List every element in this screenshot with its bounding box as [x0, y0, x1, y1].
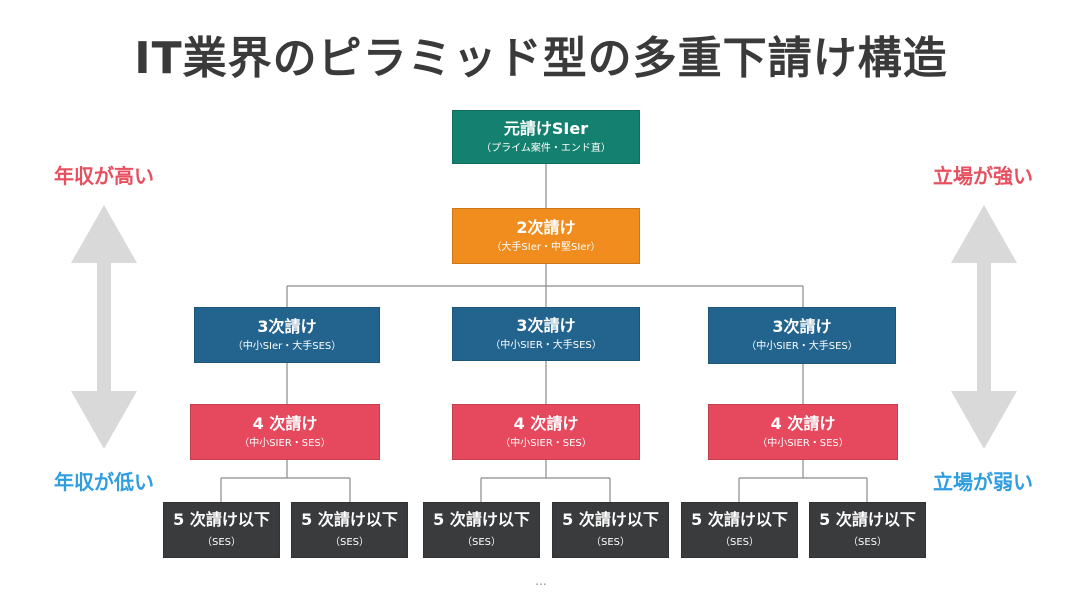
node-title: 5 次請け以下 — [301, 510, 398, 529]
node-title: 4 次請け — [513, 413, 579, 433]
tier4-node-center: 4 次請け （中小SIER・SES） — [452, 404, 640, 460]
tier4-node-right: 4 次請け （中小SIER・SES） — [708, 404, 898, 460]
left-top-label: 年収が高い — [54, 164, 154, 188]
node-subtitle: （中小SIER・SES） — [500, 437, 592, 449]
node-subtitle: （プライム案件・エンド直） — [481, 142, 611, 154]
tier5-node-2: 5 次請け以下 （SES） — [291, 502, 408, 558]
node-title: 5 次請け以下 — [691, 510, 788, 529]
tier3-node-left: 3次請け （中小SIer・大手SES） — [194, 307, 380, 363]
tier5-node-5: 5 次請け以下 （SES） — [681, 502, 798, 558]
node-subtitle: （中小SIer・大手SES） — [232, 340, 342, 352]
tier5-node-6: 5 次請け以下 （SES） — [809, 502, 926, 558]
node-title: 4 次請け — [252, 413, 318, 433]
tier3-node-right: 3次請け （中小SIER・大手SES） — [708, 307, 896, 364]
node-title: 3次請け — [516, 315, 576, 335]
left-bottom-label: 年収が低い — [54, 470, 154, 494]
right-bottom-label: 立場が弱い — [933, 470, 1033, 494]
left-double-arrow-icon — [71, 205, 137, 449]
node-title: 4 次請け — [770, 413, 836, 433]
tier1-node: 元請けSIer （プライム案件・エンド直） — [452, 110, 640, 164]
node-subtitle: （中小SIER・SES） — [239, 437, 331, 449]
node-title: 3次請け — [772, 317, 832, 336]
tier3-node-center: 3次請け （中小SIER・大手SES） — [452, 307, 640, 361]
node-subtitle: （中小SIER・SES） — [757, 437, 849, 449]
node-subtitle: （SES） — [719, 537, 759, 548]
node-subtitle: （SES） — [847, 537, 887, 548]
node-subtitle: （中小SIER・大手SES） — [746, 341, 858, 352]
tier5-node-4: 5 次請け以下 （SES） — [552, 502, 669, 558]
node-subtitle: （SES） — [201, 537, 241, 548]
page-title: IT業界のピラミッド型の多重下請け構造 — [134, 33, 948, 84]
node-subtitle: （大手SIer・中堅SIer） — [491, 241, 601, 253]
right-top-label: 立場が強い — [933, 164, 1033, 188]
node-subtitle: （SES） — [590, 537, 630, 548]
node-subtitle: （中小SIER・大手SES） — [490, 339, 602, 351]
node-subtitle: （SES） — [329, 537, 369, 548]
node-title: 元請けSIer — [503, 118, 589, 138]
tier5-node-1: 5 次請け以下 （SES） — [163, 502, 280, 558]
node-subtitle: （SES） — [461, 537, 501, 548]
node-title: 3次請け — [257, 316, 317, 336]
node-title: 5 次請け以下 — [173, 510, 270, 529]
tier4-node-left: 4 次請け （中小SIER・SES） — [190, 404, 380, 460]
tier2-node: 2次請け （大手SIer・中堅SIer） — [452, 208, 640, 264]
node-title: 5 次請け以下 — [819, 510, 916, 529]
node-title: 2次請け — [516, 217, 576, 237]
node-title: 5 次請け以下 — [562, 510, 659, 529]
tier5-node-3: 5 次請け以下 （SES） — [423, 502, 540, 558]
footer-ellipsis: ... — [535, 574, 547, 588]
node-title: 5 次請け以下 — [433, 510, 530, 529]
right-double-arrow-icon — [951, 205, 1017, 449]
